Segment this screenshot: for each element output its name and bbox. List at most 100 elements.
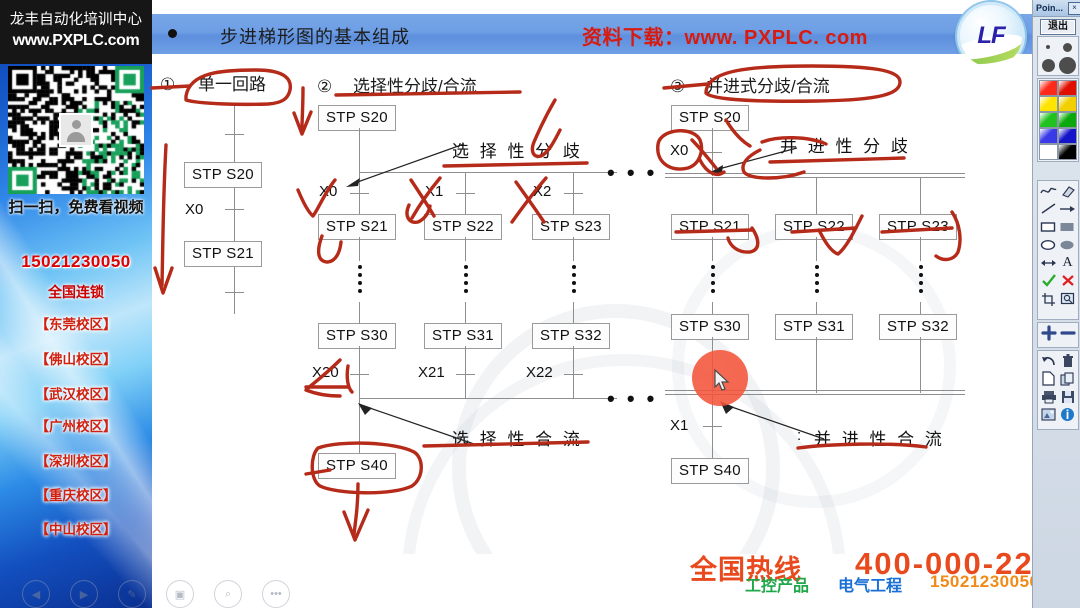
c2-merge-input: X22 — [526, 364, 553, 381]
c3-bottom-block: STP S40 — [671, 458, 749, 484]
color-swatch-yellow-light[interactable] — [1039, 96, 1058, 112]
eraser-icon[interactable] — [1058, 182, 1077, 199]
c2-vdots — [357, 261, 362, 297]
c2-line — [359, 302, 360, 324]
undo-icon[interactable] — [1039, 352, 1058, 369]
c3-vdots — [814, 261, 819, 297]
new-page-icon[interactable] — [1039, 370, 1058, 387]
c2-tick — [456, 193, 475, 194]
sidebar-chain-label: 全国连锁 — [48, 284, 104, 300]
brush-size-4[interactable] — [1058, 56, 1076, 74]
c2-vdots — [571, 261, 576, 297]
c1-tick — [225, 292, 244, 293]
c2-branch-input: X2 — [533, 183, 552, 200]
freehand-icon[interactable] — [1039, 182, 1058, 199]
qr-caption: 扫一扫，免费看视频 — [8, 199, 144, 216]
c3-merge-block: STP S32 — [879, 314, 957, 340]
minus-icon[interactable] — [1058, 324, 1077, 341]
line-icon[interactable] — [1039, 200, 1058, 217]
save-icon[interactable] — [1058, 388, 1077, 405]
crop-icon[interactable] — [1039, 290, 1058, 307]
text-icon[interactable]: A — [1062, 254, 1073, 270]
zoom-step-panel — [1037, 322, 1079, 348]
image-icon[interactable] — [1039, 406, 1058, 423]
color-swatch-blue[interactable] — [1058, 128, 1077, 144]
c3-branch-input: X0 — [670, 142, 689, 159]
color-swatch-green[interactable] — [1058, 112, 1077, 128]
lf-logo: LF — [957, 2, 1025, 70]
c3-merge-input: X1 — [670, 417, 689, 434]
ellipse-outline-icon[interactable] — [1039, 236, 1058, 253]
copy-icon[interactable] — [1058, 370, 1077, 387]
c2-branch-block: STP S23 — [532, 214, 610, 240]
c3-annotation-bottom: 并 进 性 合 流 — [814, 430, 945, 449]
c2-branch-rail-top — [359, 172, 617, 173]
brush-size-2[interactable] — [1058, 38, 1076, 56]
paint-titlebar: Poin... × — [1033, 0, 1080, 17]
column-1-number: ① — [160, 75, 176, 94]
c2-line — [573, 302, 574, 324]
column-2-number: ② — [317, 77, 333, 96]
c2-line — [573, 346, 574, 398]
print-icon[interactable] — [1039, 388, 1058, 405]
c3-leader-arrow-bottom — [720, 401, 825, 440]
color-swatch-red-light[interactable] — [1039, 80, 1058, 96]
c1-tick — [225, 134, 244, 135]
player-controls[interactable]: ◀ ▶ ✎ ▣ ⌕ ••• — [22, 580, 402, 608]
double-arrow-icon[interactable] — [1039, 254, 1058, 271]
plus-icon[interactable] — [1039, 324, 1058, 341]
trash-icon[interactable] — [1058, 352, 1077, 369]
color-swatch-green-light[interactable] — [1039, 112, 1058, 128]
color-swatch-black[interactable] — [1058, 144, 1077, 160]
brush-size-1[interactable] — [1039, 38, 1057, 56]
c3-line — [920, 177, 921, 214]
rectangle-filled-icon[interactable] — [1058, 218, 1077, 235]
c3-colon-mark: : — [797, 427, 802, 444]
footer-products: 工控产品 — [745, 578, 810, 595]
c3-branch-block: STP S22 — [775, 214, 853, 240]
ellipse-filled-icon[interactable] — [1058, 236, 1077, 253]
c2-merge-input: X21 — [418, 364, 445, 381]
c3-vdots — [918, 261, 923, 297]
c2-line — [465, 237, 466, 261]
lf-logo-text: LF — [977, 22, 1005, 49]
play-icon[interactable]: ▶ — [70, 580, 98, 608]
mouse-cursor — [714, 369, 730, 391]
info-icon[interactable] — [1058, 406, 1077, 423]
board-icon[interactable]: ▣ — [166, 580, 194, 608]
column-2-title: 选择性分歧/合流 — [352, 77, 477, 96]
campus-item: 【广州校区】 — [35, 419, 117, 434]
c2-bottom-block: STP S40 — [318, 453, 396, 479]
exit-button[interactable]: 退出 — [1040, 19, 1076, 35]
arrow-icon[interactable] — [1058, 200, 1077, 217]
c2-tick — [564, 193, 583, 194]
column-1-heading: ① 单一回路 — [160, 70, 266, 95]
search-icon[interactable]: ⌕ — [214, 580, 242, 608]
color-swatch-blue-light[interactable] — [1039, 128, 1058, 144]
column-3-title: 并进式分歧/合流 — [705, 77, 830, 96]
sidebar-phone: 15021230050 — [21, 252, 131, 271]
c3-line — [712, 237, 713, 261]
c2-tick — [456, 374, 475, 375]
prev-icon[interactable]: ◀ — [22, 580, 50, 608]
color-swatch-white[interactable] — [1039, 144, 1058, 160]
pen-icon[interactable]: ✎ — [118, 580, 146, 608]
zoom-select-icon[interactable] — [1058, 290, 1077, 307]
c2-ellipsis-top: • • • — [607, 160, 658, 185]
color-swatch-yellow[interactable] — [1058, 96, 1077, 112]
campus-item: 【武汉校区】 — [35, 387, 117, 402]
c2-merge-rail — [359, 398, 617, 399]
color-swatch-red[interactable] — [1058, 80, 1077, 96]
more-icon[interactable]: ••• — [262, 580, 290, 608]
rectangle-outline-icon[interactable] — [1039, 218, 1058, 235]
c3-branch-block: STP S23 — [879, 214, 957, 240]
brush-size-3[interactable] — [1039, 56, 1057, 74]
campus-item: 【中山校区】 — [35, 522, 117, 537]
cross-icon[interactable] — [1058, 272, 1077, 289]
close-icon[interactable]: × — [1068, 2, 1080, 15]
c2-branch-block: STP S22 — [424, 214, 502, 240]
check-icon[interactable] — [1039, 272, 1058, 289]
bullet-icon — [168, 29, 177, 38]
campus-item: 【佛山校区】 — [35, 352, 117, 367]
